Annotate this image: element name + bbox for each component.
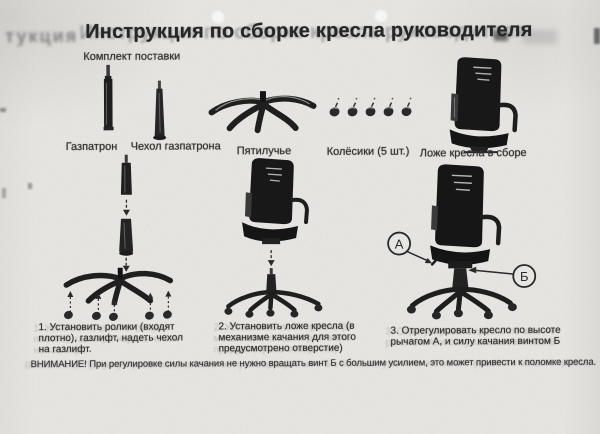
ghost-print-fragment: тукция (5, 25, 79, 47)
step2-assembly-diagram (224, 158, 323, 318)
page-title: Инструкция по сборке кресла руководителя (85, 18, 533, 43)
part-label-casters: Колёсики (5 шт.) (326, 145, 410, 158)
cylinder-cover-sketch (153, 80, 167, 141)
chair-seat-assembly-sketch (449, 57, 518, 154)
five-star-base-sketch (208, 91, 317, 134)
step1-text: 1. Установить ролики (входят плотно), га… (38, 321, 183, 356)
callout-b-label: Б (520, 269, 529, 284)
step3-text: 3. Отрегулировать кресло по высоте рычаг… (390, 324, 561, 348)
warning-text: ВНИМАНИЕ! При регулировке силы качания н… (30, 356, 597, 371)
callout-a-label: А (395, 237, 404, 252)
part-label-cover: Чехол газпатрона (130, 140, 221, 153)
part-label-gas-cylinder: Газпатрон (65, 140, 118, 154)
step1-assembly-diagram (63, 154, 174, 321)
gas-cylinder-sketch (103, 64, 114, 131)
hole-punch (211, 10, 225, 24)
hole-punch (374, 9, 388, 23)
step3-adjustment-diagram: А Б (387, 164, 537, 320)
step2-text: 2. Установить ложе кресла (в механизме к… (218, 320, 356, 355)
kit-heading: Комплект поставки (83, 50, 181, 63)
casters-sketch (329, 97, 412, 117)
part-label-seat-assembly: Ложе кресла в сборе (419, 147, 527, 160)
